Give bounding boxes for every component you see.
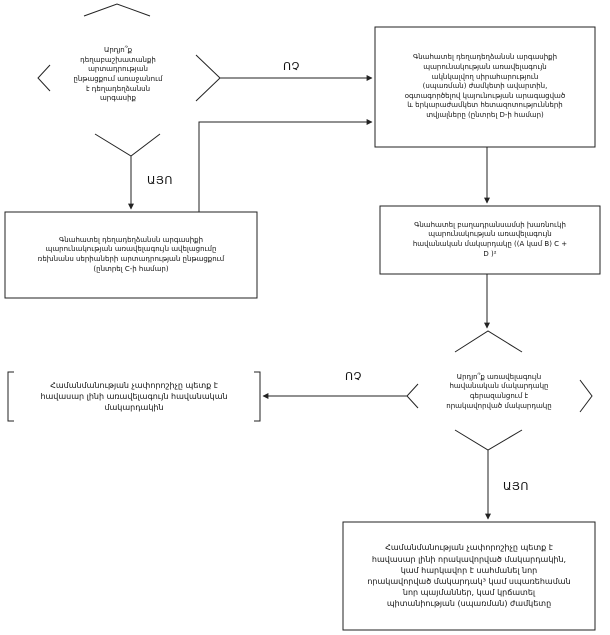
decision-1-text: Արդյո՞ք դեղաբաշխատանքի արտադրության ընթա… [73,46,163,103]
edge-label-q1-yes: ԱՅՈ [147,174,173,187]
process-evaluate-total-level [379,205,601,275]
process-batches-text: Գնահատել դեղադեղձանսն արգասիքի պարունակո… [37,235,225,273]
edge-label-q1-no: ՈՉ [283,60,300,73]
edge-c-to-gen [198,119,373,212]
process-evaluate-shelf-life [374,26,596,148]
result-max-probable-level [7,371,261,422]
edge-label-q2-no: ՈՉ [345,370,362,383]
decision-2-text: Արդյո՞ք առավելագույն հավանական մակարդակը… [446,372,552,410]
process-evaluate-batches [4,211,258,299]
result-left-text: Համանմանության չափորոշիչը պետք է հավասար… [40,380,228,413]
edge-label-q2-yes: ԱՅՈ [503,480,529,493]
result-qualified-level [342,521,596,631]
process-shelf-life-text: Գնահատել դեղադեղձանսն արգասիքի պարունակո… [404,53,566,120]
process-total-level-text: Գնահատել բաղադրանսամսի խառնուկի պարունակ… [412,220,568,258]
result-bottom-text: Համանմանության չափորոշիչը պետք է հավասար… [367,543,571,609]
